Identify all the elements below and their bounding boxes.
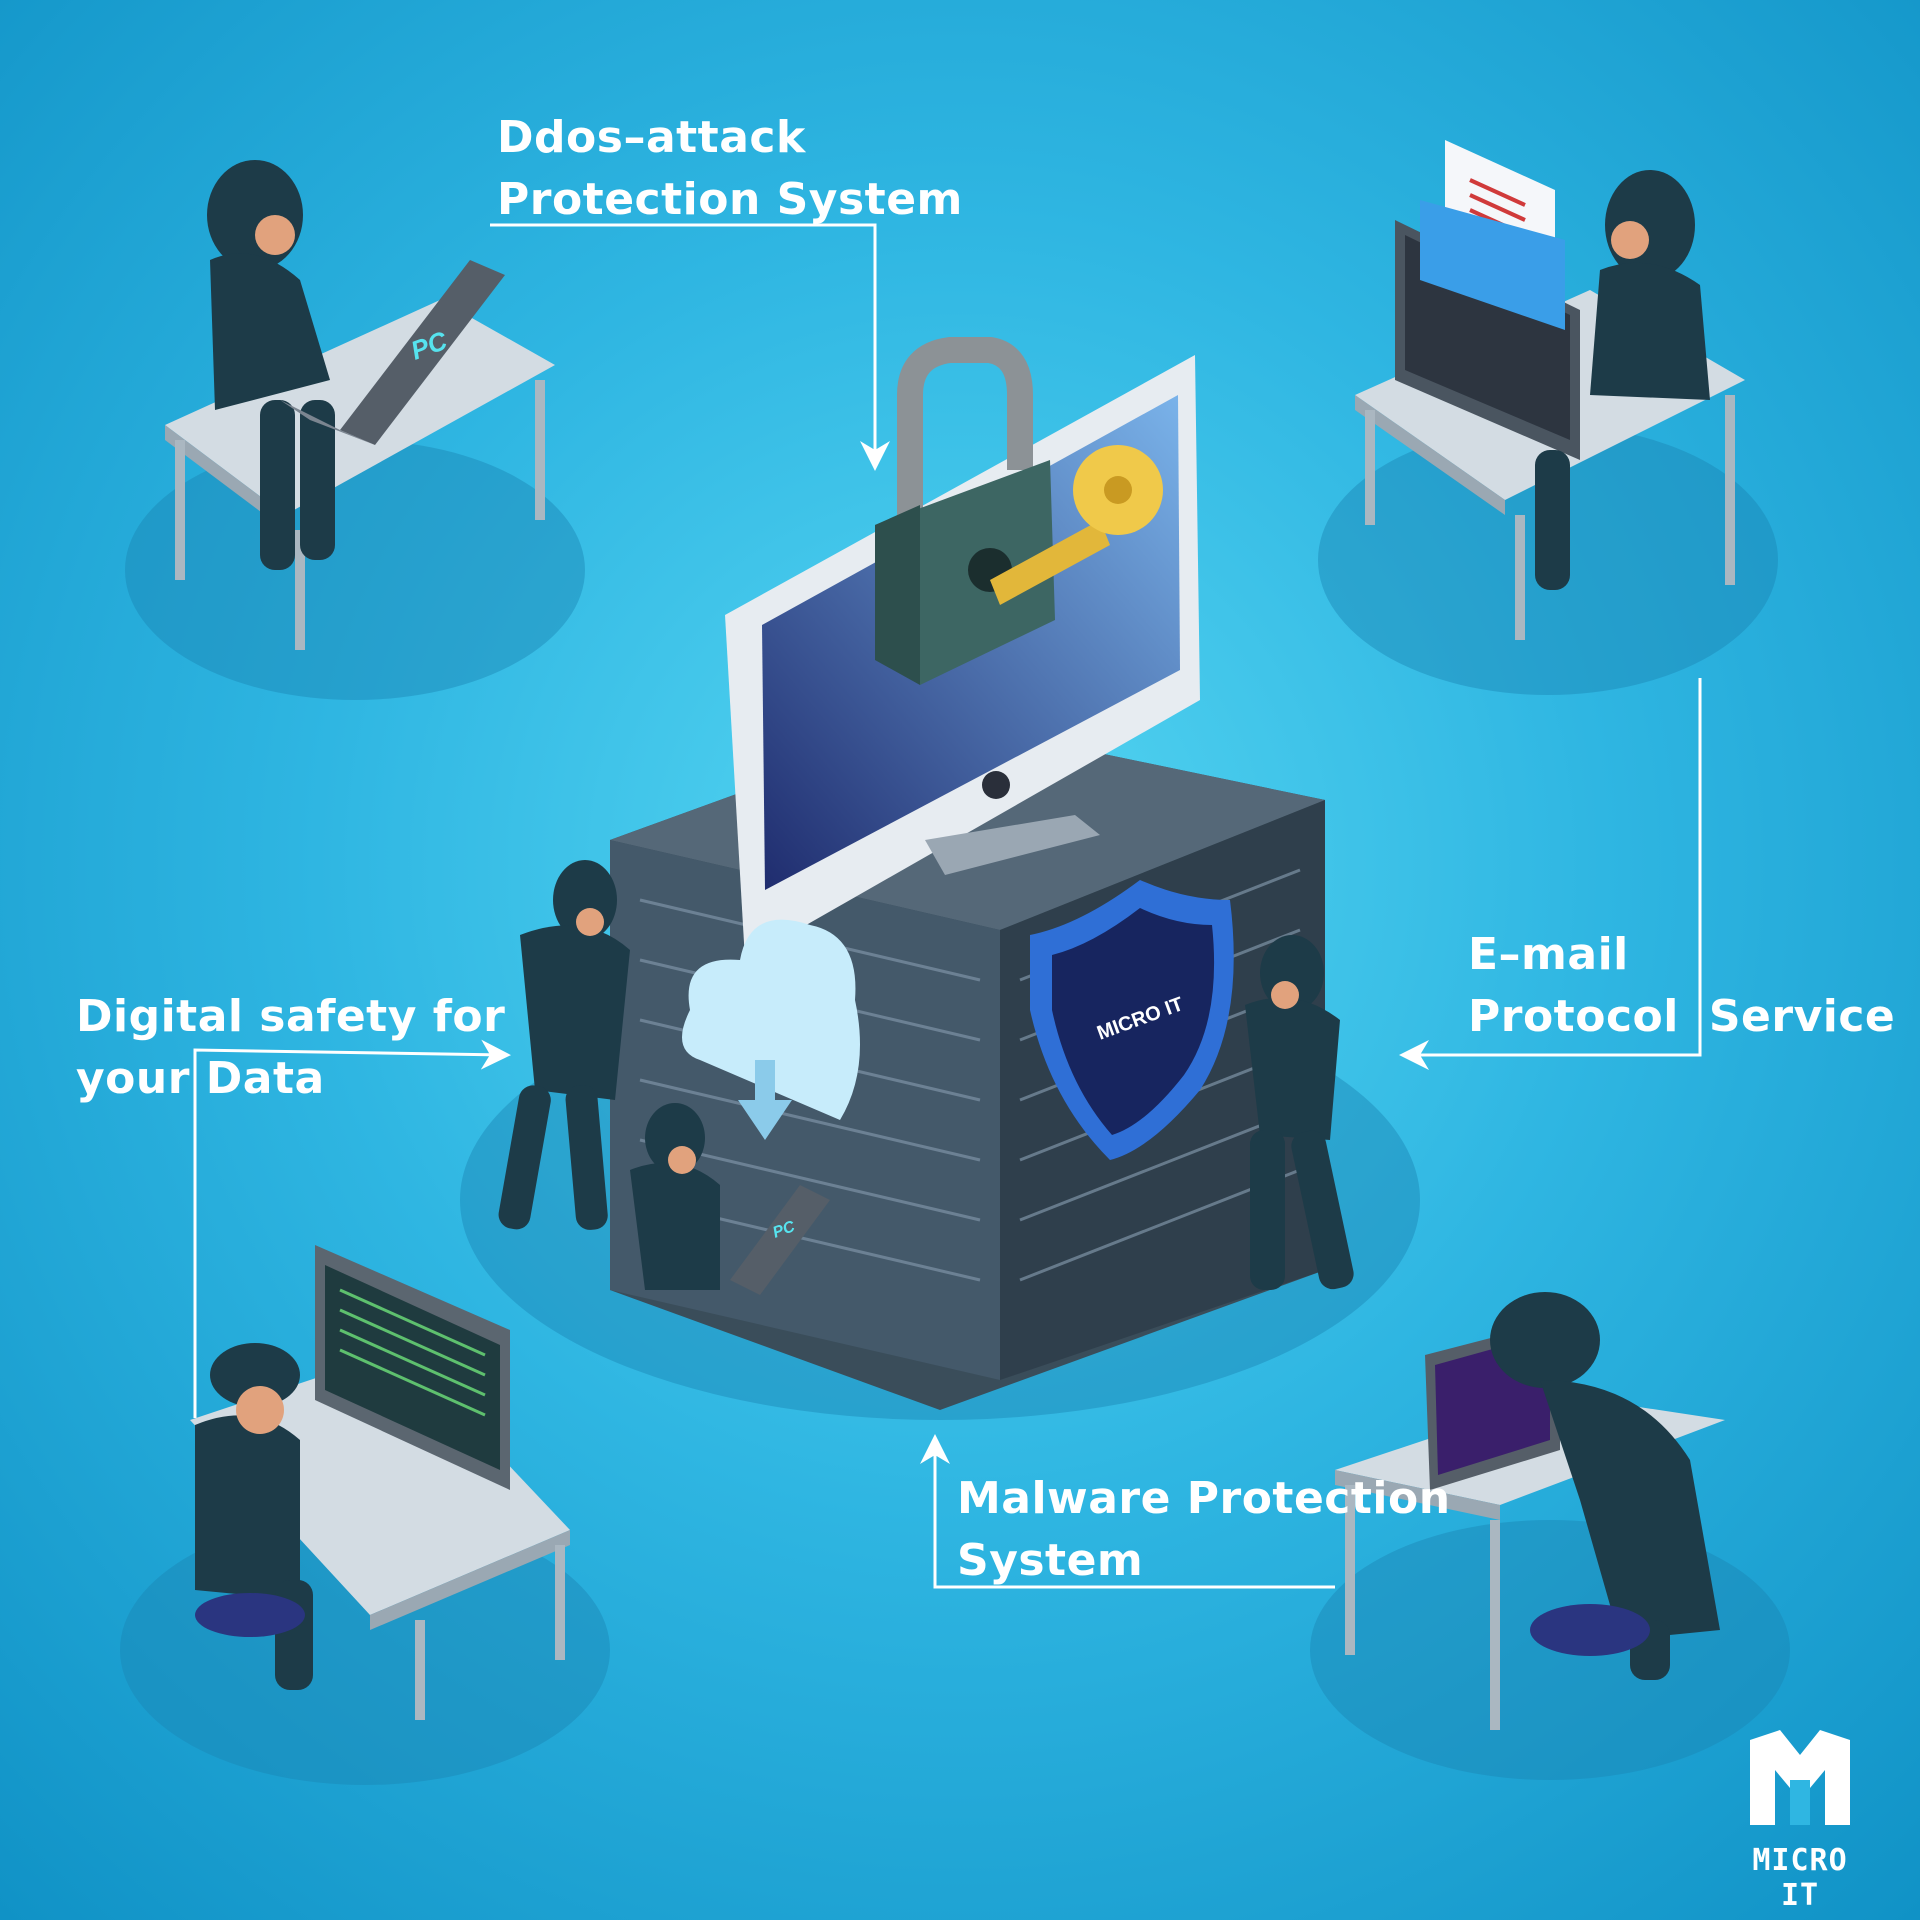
label-line: Digital safety for	[76, 991, 506, 1042]
cloud-download-icon	[682, 919, 860, 1140]
label-ddos-protection: Ddos–attack Protection System	[497, 107, 963, 231]
laptop-center: PC	[730, 1185, 830, 1295]
email-envelope-icon	[1420, 140, 1565, 330]
hackers-center	[498, 860, 1354, 1290]
padlock-icon	[875, 337, 1055, 685]
hacker-top-right	[1535, 170, 1710, 590]
label-line: Ddos–attack	[497, 112, 806, 163]
connector-lines	[193, 223, 1702, 1589]
desk-bottom-right	[1335, 1292, 1725, 1730]
label-email-protocol: E–mail Protocol Service	[1468, 924, 1895, 1048]
hacker-bottom-right	[1490, 1292, 1720, 1680]
brand-logo: MICRO IT	[1730, 1725, 1870, 1913]
label-line: Malware Protection	[957, 1473, 1451, 1524]
laptop-brand-text-small: PC	[771, 1218, 798, 1242]
label-line: System	[957, 1535, 1144, 1586]
hacker-faces	[576, 908, 1299, 1174]
desk-top-left: PC	[165, 160, 555, 650]
brand-name: MICRO IT	[1752, 1843, 1848, 1913]
brand-logo-icon	[1750, 1730, 1850, 1825]
desk-top-right	[1355, 140, 1745, 640]
shield-icon: MICRO IT	[1030, 880, 1234, 1160]
label-line: Protection System	[497, 174, 963, 225]
hacker-bottom-left	[195, 1343, 313, 1690]
desk-bottom-left	[190, 1245, 570, 1720]
label-line: Protocol	[1468, 991, 1679, 1042]
label-line: Service	[1708, 991, 1896, 1042]
key-icon	[990, 445, 1163, 605]
label-line: E–mail	[1468, 929, 1629, 980]
label-digital-safety: Digital safety for your Data	[76, 986, 505, 1110]
hacker-top-left	[207, 160, 335, 570]
label-malware-protection: Malware Protection System	[957, 1468, 1451, 1592]
label-line: your Data	[76, 1053, 325, 1104]
